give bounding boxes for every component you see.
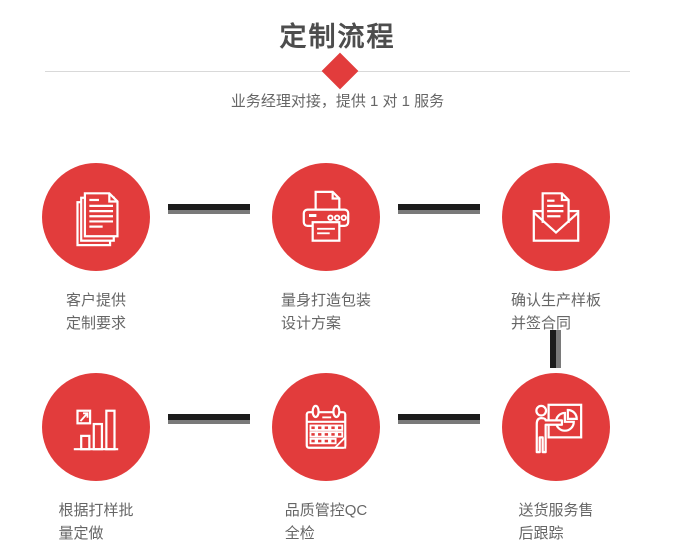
subtitle: 业务经理对接，提供 1 对 1 服务: [230, 93, 445, 110]
envelope-icon: [532, 192, 580, 242]
step-circle-1: [42, 163, 150, 271]
step-label-line: 全检: [284, 525, 315, 542]
step-label-line: 后跟踪: [518, 525, 564, 542]
step-label-line: 品质管控QC: [284, 502, 368, 519]
presentation-icon: [535, 403, 583, 454]
step-label-line: 客户提供: [65, 292, 126, 309]
step-label-line: 根据打样批: [58, 502, 134, 519]
step-circle-6: [502, 373, 610, 481]
step-circle-2: [272, 163, 380, 271]
step-circle-5: [272, 373, 380, 481]
connector-bar-row1-b: [398, 204, 480, 214]
step-circle-3: [502, 163, 610, 271]
connector-bar-vertical: [550, 330, 561, 368]
step-label-line: 确认生产样板: [510, 292, 601, 309]
step-label-6: 送货服务售 后跟踪: [471, 499, 641, 545]
step-label-line: 并签合同: [510, 315, 571, 332]
step-label-line: 送货服务售: [518, 502, 594, 519]
documents-icon: [76, 192, 119, 247]
step-label-line: 量身打造包装: [280, 292, 371, 309]
step-circle-4: [42, 373, 150, 481]
page-title: 定制流程: [279, 22, 396, 52]
step-label-4: 根据打样批 量定做: [11, 499, 181, 545]
step-label-3: 确认生产样板 并签合同: [471, 289, 641, 335]
printer-icon: [302, 190, 350, 242]
step-label-line: 设计方案: [280, 315, 341, 332]
step-label-2: 量身打造包装 设计方案: [241, 289, 411, 335]
step-label-1: 客户提供 定制要求: [11, 289, 181, 335]
diamond-icon: [321, 52, 359, 90]
step-label-line: 定制要求: [65, 315, 126, 332]
calendar-icon: [305, 404, 347, 449]
connector-bar-row2-a: [168, 414, 250, 424]
connector-bar-row1-a: [168, 204, 250, 214]
bar-chart-icon: [73, 409, 119, 451]
step-label-line: 量定做: [58, 525, 104, 542]
connector-bar-row2-b: [398, 414, 480, 424]
step-label-5: 品质管控QC 全检: [241, 499, 411, 545]
